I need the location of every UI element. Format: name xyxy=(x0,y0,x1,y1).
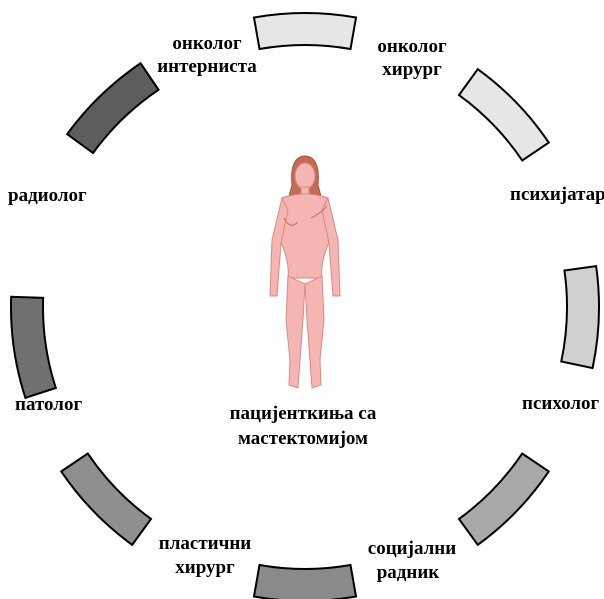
label-plastic-surgeon-1: пластични xyxy=(159,533,251,554)
label-pathologist: патолог xyxy=(15,394,82,415)
label-psychiatrist: психијатар xyxy=(510,184,604,205)
ring-segments xyxy=(11,13,599,599)
center-label-line-1: пацијенткиња са xyxy=(230,403,377,424)
label-oncologist-internist-2: интерниста xyxy=(157,56,257,77)
segment-lower-left xyxy=(61,454,151,545)
center-label-line-2: мастектомијом xyxy=(238,428,368,449)
label-social-worker-2: радник xyxy=(377,562,440,583)
label-oncologist-internist-1: онколог xyxy=(172,33,242,54)
label-oncologist-surgeon-1: онколог xyxy=(377,36,447,57)
label-psychologist: психолог xyxy=(522,393,600,414)
segment-bottom xyxy=(254,565,356,599)
label-social-worker-1: социјални xyxy=(368,538,456,559)
label-oncologist-surgeon-2: хирург xyxy=(382,59,442,80)
segment-upper-left xyxy=(67,63,158,153)
female-patient-figure-icon xyxy=(270,156,340,388)
segment-top xyxy=(254,13,356,49)
label-radiologist: радиолог xyxy=(8,185,87,206)
segment-right xyxy=(561,266,599,368)
segment-left xyxy=(11,297,56,398)
label-plastic-surgeon-2: хирург xyxy=(175,557,235,578)
segment-upper-right xyxy=(459,69,549,160)
segment-lower-right xyxy=(459,454,549,545)
